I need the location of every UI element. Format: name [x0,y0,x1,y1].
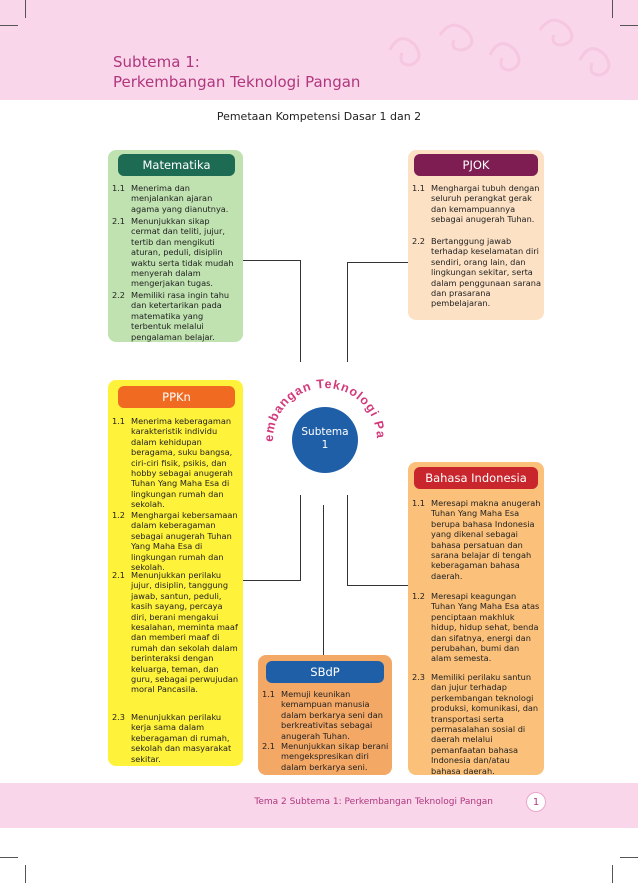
sbdp-title: SBdP [266,661,384,683]
page-number: 1 [526,792,546,812]
crop-mark [612,865,613,883]
pjok-title: PJOK [414,154,538,176]
bahasa-indonesia-title: Bahasa Indonesia [414,467,538,489]
connector-line [347,262,409,263]
connector-line [347,495,348,586]
page-subheading: Pemetaan Kompetensi Dasar 1 dan 2 [216,110,422,123]
footer-text: Tema 2 Subtema 1: Perkembangan Teknologi… [254,797,493,807]
crop-mark [612,0,613,18]
header-band [0,0,638,100]
connector-line [323,505,324,655]
subtema-subtitle: Perkembangan Teknologi Pangan [113,73,361,91]
center-diagram: Perkembangan Teknologi Pangan [255,365,387,473]
connector-line [300,260,301,362]
decorative-swirl [388,18,611,77]
crop-mark [0,857,18,858]
crop-mark [620,857,638,858]
crop-mark [620,25,638,26]
center-circle [292,407,358,473]
connector-line [300,495,301,581]
connector-line [347,585,409,586]
matematika-title: Matematika [118,154,235,176]
subtema-title: Subtema 1: [113,53,200,71]
ppkn-title: PPKn [118,386,235,408]
connector-line [243,580,301,581]
crop-mark [25,865,26,883]
crop-mark [25,0,26,18]
center-number: 1 [321,439,329,451]
crop-mark [0,25,18,26]
connector-line [243,260,301,261]
center-label: Subtema [301,426,349,438]
connector-line [347,262,348,362]
